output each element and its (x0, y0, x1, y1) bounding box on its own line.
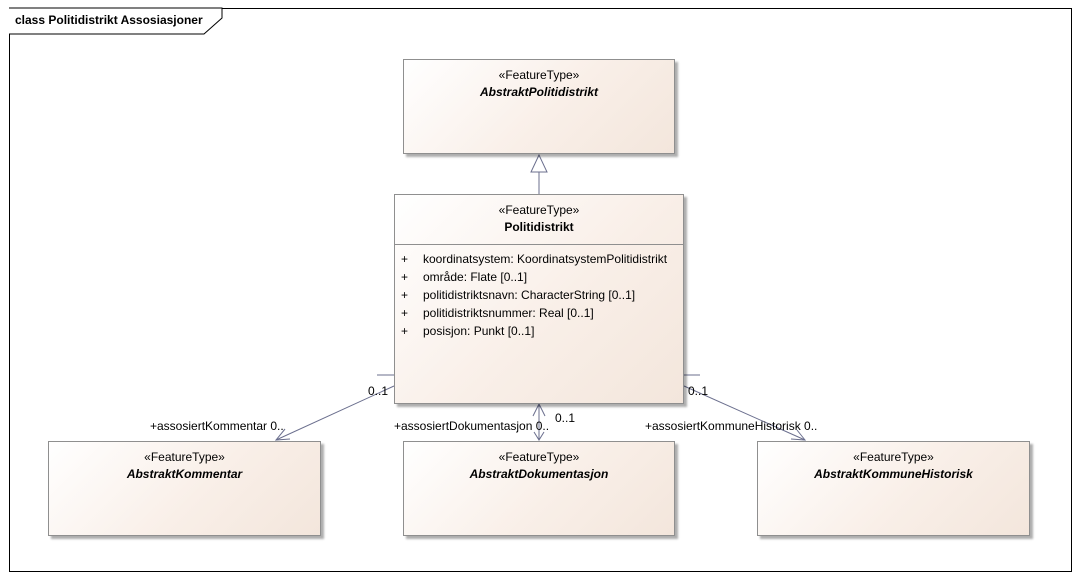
visibility-marker: + (401, 270, 409, 284)
class-name: AbstraktKommentar (126, 467, 243, 481)
attribute-text: politidistriktsnavn: CharacterString [0.… (423, 288, 636, 302)
multiplicity-label-dokumentasjon: 0..1 (555, 411, 576, 425)
association-arrowhead-dokumentasjon (533, 431, 545, 441)
stereotype-label: «FeatureType» (498, 203, 580, 217)
generalization-arrowhead (530, 153, 548, 173)
class-name: AbstraktDokumentasjon (469, 467, 609, 481)
class-name: Politidistrikt (504, 220, 574, 234)
attribute-text: politidistriktsnummer: Real [0..1] (423, 306, 594, 320)
frame-title: class Politidistrikt Assosiasjoner (15, 13, 203, 27)
association-line-kommune-historisk (683, 374, 806, 441)
attribute-row: + posisjon: Punkt [0..1] (401, 322, 683, 340)
multiplicity-label-kommentar: 0..1 (368, 384, 389, 398)
association-arrowhead-kommune-historisk (790, 429, 807, 441)
stereotype-label: «FeatureType» (853, 450, 934, 464)
class-politidistrikt[interactable]: «FeatureType» Politidistrikt + koordinat… (394, 194, 684, 404)
attribute-row: + område: Flate [0..1] (401, 268, 683, 286)
visibility-marker: + (401, 252, 409, 266)
frame-title-tab (9, 7, 223, 35)
visibility-marker: + (401, 306, 409, 320)
stereotype-label: «FeatureType» (144, 450, 225, 464)
attribute-text: posisjon: Punkt [0..1] (423, 324, 535, 338)
diagram-frame (9, 8, 1072, 572)
class-abstrakt-dokumentasjon[interactable]: «FeatureType» AbstraktDokumentasjon (403, 441, 675, 536)
visibility-marker: + (401, 324, 409, 338)
association-line-kommentar (275, 374, 395, 441)
class-abstrakt-kommentar[interactable]: «FeatureType» AbstraktKommentar (48, 441, 321, 536)
attribute-row: + politidistriktsnummer: Real [0..1] (401, 304, 683, 322)
attribute-text: koordinatsystem: KoordinatsystemPolitidi… (423, 252, 668, 266)
stereotype-label: «FeatureType» (498, 450, 580, 464)
association-arrowhead-kommentar (274, 428, 291, 441)
multiplicity-label-kommune-historisk: 0..1 (688, 384, 709, 398)
role-label-dokumentasjon: +assosiertDokumentasjon 0.. (394, 419, 550, 433)
class-abstrakt-kommune-historisk[interactable]: «FeatureType» AbstraktKommuneHistorisk (757, 441, 1030, 536)
class-name: AbstraktKommuneHistorisk (814, 467, 973, 481)
association-source-mark-dokumentasjon (532, 402, 546, 417)
attribute-row: + politidistriktsnavn: CharacterString [… (401, 286, 683, 304)
attribute-row: + koordinatsystem: KoordinatsystemPoliti… (401, 250, 683, 268)
role-label-kommune-historisk: +assosiertKommuneHistorisk 0.. (645, 419, 818, 433)
visibility-marker: + (401, 288, 409, 302)
attribute-text: område: Flate [0..1] (423, 270, 528, 284)
class-name: AbstraktPolitidistrikt (479, 85, 599, 99)
attribute-compartment: + koordinatsystem: KoordinatsystemPoliti… (395, 244, 683, 340)
class-abstrakt-politidistrikt[interactable]: «FeatureType» AbstraktPolitidistrikt (403, 59, 675, 154)
stereotype-label: «FeatureType» (498, 68, 580, 82)
role-label-kommentar: +assosiertKommentar 0.. (150, 419, 284, 433)
